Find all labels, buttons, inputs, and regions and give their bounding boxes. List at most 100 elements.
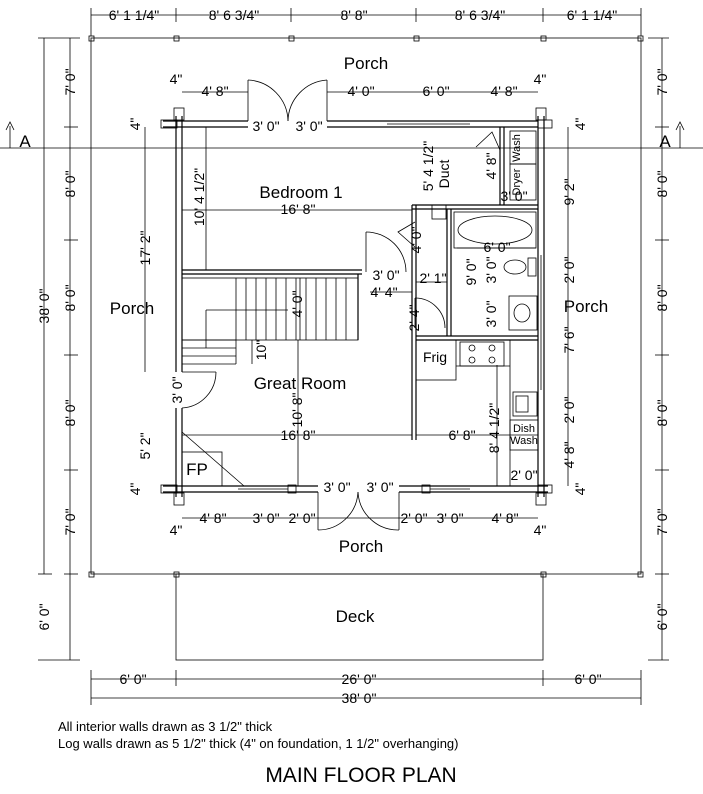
dim-bottom-total: 38' 0" [342, 690, 377, 706]
dim-right-4: 8' 0" [654, 399, 670, 426]
dim-wall-4-rb: 4" [572, 483, 588, 496]
room-bedroom: Bedroom 1 [259, 183, 342, 202]
bottom-wall-dimension-labels: 4' 8" 3' 0" 2' 0" 2' 0" 3' 0" 4' 8" 3' 0… [199, 479, 518, 526]
plan-notes: All interior walls drawn as 3 1/2" thick… [58, 719, 458, 751]
dim-closet-4-0: 4' 0" [408, 226, 424, 253]
room-frig: Frig [423, 349, 447, 365]
dim-bath-width: 6' 0" [483, 239, 510, 255]
room-porch-right: Porch [564, 297, 608, 316]
room-porch-bottom: Porch [339, 537, 383, 556]
dim-wall-4-tl: 4" [170, 71, 183, 87]
dim-top-1: 6' 1 1/4" [109, 7, 159, 23]
dim-right-inner-1: 9' 2" [561, 178, 577, 205]
dim-botwall-4: 2' 0" [400, 510, 427, 526]
dim-wall-4-bl: 4" [170, 522, 183, 538]
room-duct: Duct [436, 160, 452, 189]
dim-closet-2-4: 2' 4" [406, 304, 422, 331]
dim-dish-2-0: 2' 0" [510, 467, 537, 483]
plan-title: MAIN FLOOR PLAN [265, 764, 456, 787]
dim-bottom-1: 6' 0" [119, 671, 146, 687]
dim-kitchen-depth: 8' 4 1/2" [486, 403, 502, 453]
dim-bottom-2: 26' 0" [342, 671, 377, 687]
dim-left-3: 8' 0" [62, 284, 78, 311]
dim-left-5-2: 5' 2" [137, 432, 153, 459]
note-log-walls: Log walls drawn as 5 1/2" thick (4" on f… [58, 736, 458, 751]
dim-wall-4-lb: 4" [127, 483, 143, 496]
room-wash: Wash [511, 134, 523, 162]
dim-top-2: 8' 6 3/4" [209, 7, 259, 23]
dim-botwall-3: 2' 0" [288, 510, 315, 526]
room-dryer: Dryer [511, 168, 523, 195]
interior-dimension-labels: 16' 8" 10' 4 1/2" 17' 2" 5' 4 1/2" 4' 8"… [137, 141, 577, 483]
section-marker-right: A [659, 132, 671, 151]
room-deck: Deck [336, 607, 375, 626]
dim-right-2: 8' 0" [654, 170, 670, 197]
room-fireplace: FP [186, 460, 208, 479]
dim-left-2: 8' 0" [62, 170, 78, 197]
dim-stair-4-4: 4' 4" [370, 284, 397, 300]
section-markers: A A [19, 132, 671, 151]
dim-right-inner-3: 2' 0" [561, 256, 577, 283]
dim-right-inner-5: 4' 8" [561, 441, 577, 468]
top-dimension-labels: 6' 1 1/4" 8' 6 3/4" 8' 8" 8' 6 3/4" 6' 1… [109, 7, 617, 23]
dim-stair-10: 10" [253, 340, 269, 361]
room-porch-left: Porch [110, 299, 154, 318]
dim-top-4: 8' 6 3/4" [455, 7, 505, 23]
dim-botwall-5: 3' 0" [436, 510, 463, 526]
dim-right-1: 7' 0" [654, 68, 670, 95]
dim-right-inner-2: 7' 6" [561, 326, 577, 353]
dim-stair-top: 3' 0" [372, 267, 399, 283]
dim-right-5: 7' 0" [654, 508, 670, 535]
dim-wall-4-rt: 4" [572, 118, 588, 131]
dim-stair-4-0: 4' 0" [289, 290, 305, 317]
dim-topdoor-1: 3' 0" [252, 118, 279, 134]
dim-bath-3a: 3' 0" [483, 256, 499, 283]
dim-top-5: 6' 1 1/4" [567, 7, 617, 23]
dim-left-4: 8' 0" [62, 399, 78, 426]
dim-bottom-3: 6' 0" [574, 671, 601, 687]
dim-great-depth: 10' 8" [289, 393, 305, 428]
note-interior-walls: All interior walls drawn as 3 1/2" thick [58, 719, 273, 734]
dim-right-6: 6' 0" [654, 603, 670, 630]
dim-right-3: 8' 0" [654, 284, 670, 311]
dim-door-left: 3' 0" [169, 376, 185, 403]
dim-left-6: 6' 0" [36, 603, 52, 630]
dim-botwall-6: 4' 8" [491, 510, 518, 526]
dim-wall-4-tr: 4" [534, 71, 547, 87]
staircase [182, 278, 347, 365]
dim-topwall-3: 6' 0" [422, 83, 449, 99]
wall-thickness-labels: 4" 4" 4" 4" 4" 4" 4" 4" [127, 71, 588, 538]
dim-kitchen-width: 6' 8" [448, 427, 475, 443]
top-wall-dimension-labels: 4' 8" 4' 0" 6' 0" 4' 8" 3' 0" 3' 0" [201, 83, 517, 134]
dim-left-1: 7' 0" [62, 68, 78, 95]
dim-topwall-4: 4' 8" [490, 83, 517, 99]
dim-bath-3b: 3' 0" [483, 300, 499, 327]
dim-left-5: 7' 0" [62, 508, 78, 535]
doors [181, 79, 501, 531]
dim-top-3: 8' 8" [340, 7, 367, 23]
dim-topdoor-2: 3' 0" [295, 118, 322, 134]
room-porch-top: Porch [344, 54, 388, 73]
right-dimension-labels: 7' 0" 8' 0" 8' 0" 8' 0" 7' 0" 6' 0" [654, 68, 670, 630]
dim-botdoor-1: 3' 0" [323, 479, 350, 495]
dim-bedroom-width: 16' 8" [281, 201, 316, 217]
dim-botwall-2: 3' 0" [252, 510, 279, 526]
dim-bedroom-depth: 10' 4 1/2" [191, 168, 207, 226]
dim-wall-4-lt: 4" [127, 118, 143, 131]
dim-left-total: 38' 0" [36, 289, 52, 324]
dim-right-inner-4: 2' 0" [561, 396, 577, 423]
dim-laundry-width: 3' 0" [500, 188, 527, 204]
dim-topwall-1: 4' 8" [201, 83, 228, 99]
dim-botdoor-2: 3' 0" [366, 479, 393, 495]
interior-walls [181, 127, 538, 440]
dim-bath-depth: 9' 0" [463, 258, 479, 285]
dim-wall-4-br: 4" [534, 522, 547, 538]
dim-laundry: 4' 8" [483, 152, 499, 179]
room-dish: Dish [513, 423, 535, 435]
room-labels: Porch Porch Porch Porch Bedroom 1 Great … [110, 54, 608, 626]
dim-closet-2-1: 2' 1" [419, 270, 446, 286]
dim-duct: 5' 4 1/2" [420, 141, 436, 191]
room-dishwash: Wash [510, 435, 538, 447]
room-great-room: Great Room [254, 374, 347, 393]
